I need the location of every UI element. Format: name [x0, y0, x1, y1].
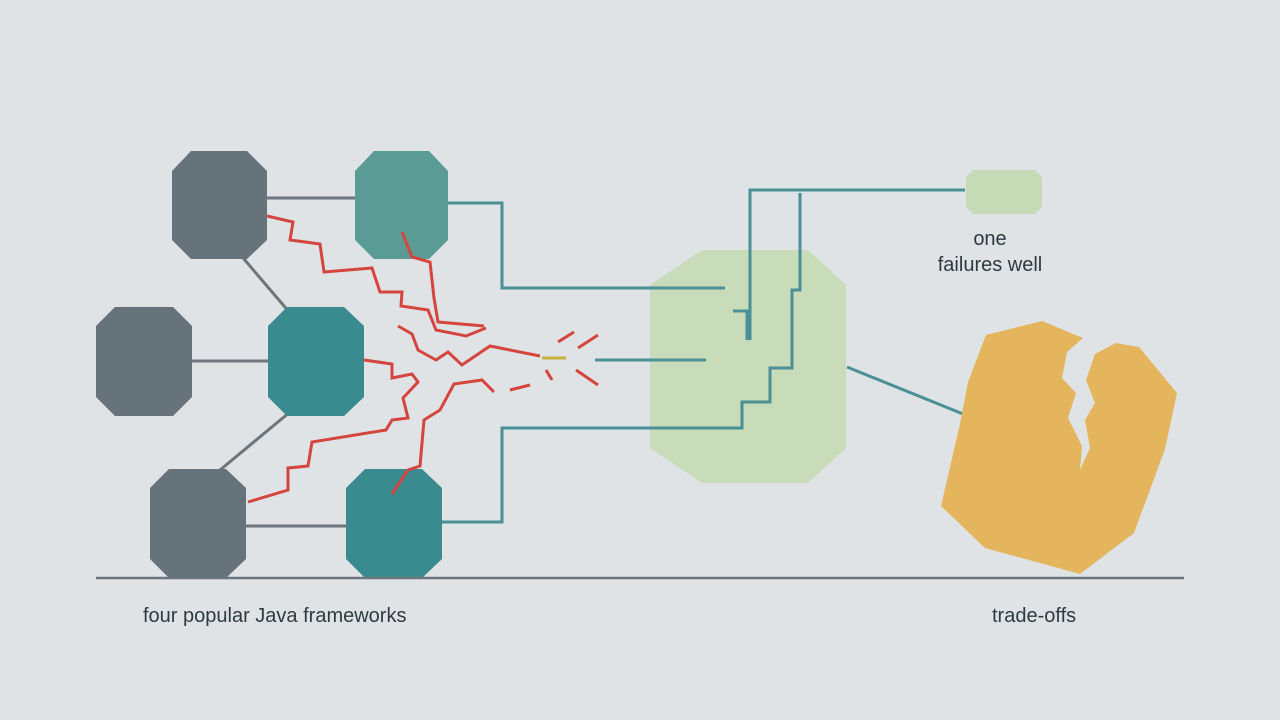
framework-node-left	[96, 307, 192, 416]
route-hub-to-broken	[846, 365, 969, 418]
status-caption-line-2: failures well	[937, 254, 1043, 276]
crack-fragment-b	[557, 330, 575, 344]
node-connectors	[190, 196, 357, 528]
framework-node-middle	[268, 307, 364, 416]
tradeoffs-caption: trade-offs	[992, 605, 1077, 627]
framework-node-top-right	[355, 151, 448, 259]
status-caption-line-1: one	[973, 228, 1007, 250]
connector-middle-to-bottom-left	[218, 410, 292, 472]
connector-top-left-to-middle	[236, 250, 292, 315]
crack-fragment-a	[509, 383, 531, 392]
crack-from-middle	[247, 358, 420, 504]
crack-fragment-d	[544, 369, 554, 381]
crack-from-top-left	[266, 214, 487, 338]
frameworks-cluster	[96, 151, 448, 578]
crack-from-top-right	[400, 231, 485, 328]
hub-route-overlay-b	[733, 309, 749, 340]
crack-from-bottom-right	[390, 378, 496, 495]
framework-node-top-left	[172, 151, 267, 259]
framework-node-bottom-left	[150, 469, 246, 578]
route-top-node-to-hub	[448, 201, 725, 290]
hub-inner-routes	[650, 190, 802, 430]
central-hub-block	[650, 250, 846, 483]
frameworks-caption: four popular Java frameworks	[143, 605, 407, 627]
crack-fragment-e	[575, 368, 599, 387]
status-pill	[966, 170, 1042, 214]
crack-center-branch	[397, 324, 541, 367]
crack-fragment-c	[577, 333, 599, 350]
framework-node-bottom-right	[346, 469, 442, 578]
failure-cracks	[247, 214, 599, 504]
broken-block	[941, 321, 1177, 574]
hub-route-overlay-c	[650, 193, 802, 430]
